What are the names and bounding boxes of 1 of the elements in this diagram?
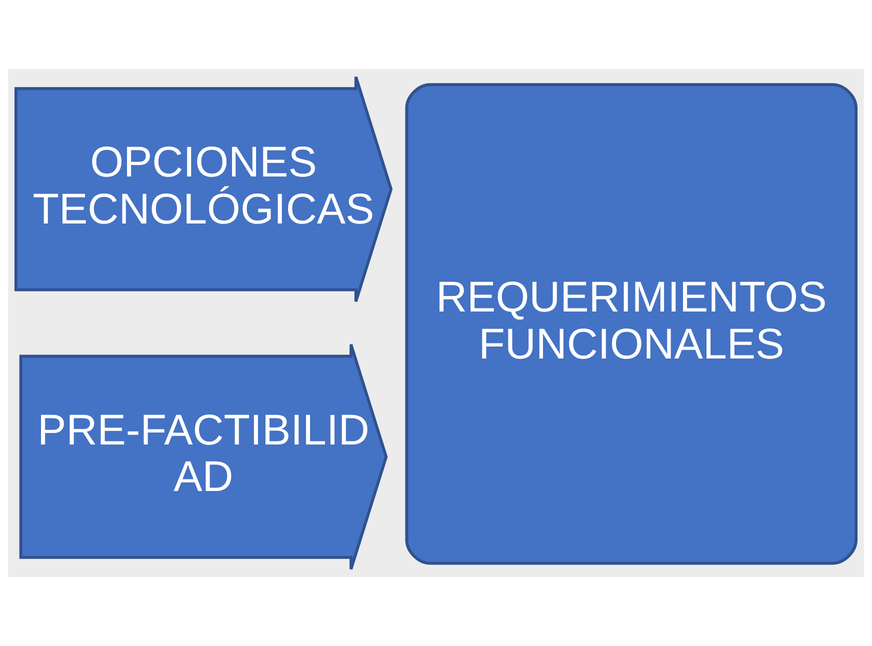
node-box: REQUERIMIENTOS FUNCIONALES [405, 83, 858, 565]
